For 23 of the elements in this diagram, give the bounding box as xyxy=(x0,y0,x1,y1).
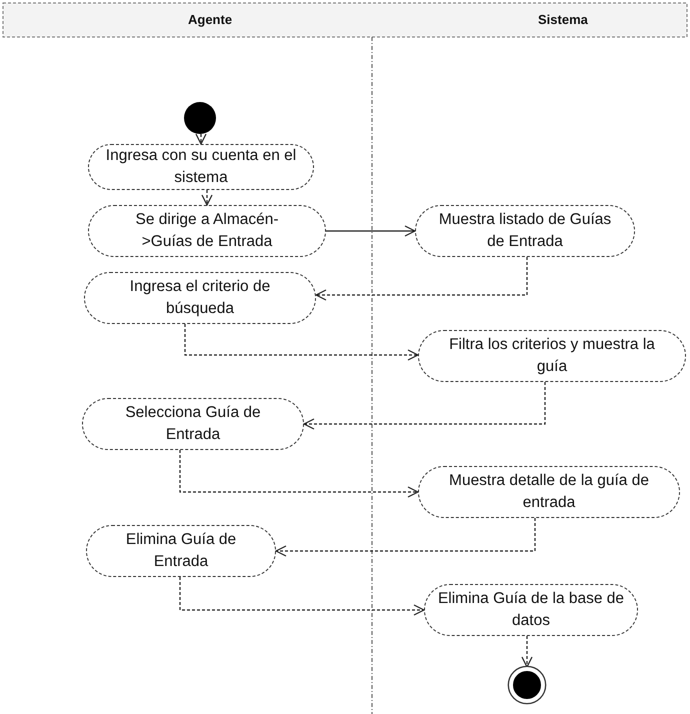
final-node xyxy=(509,667,545,703)
activity-box: Muestra detalle de la guía de entrada xyxy=(418,466,680,518)
activity-box: Elimina Guía de Entrada xyxy=(86,525,276,577)
arrow xyxy=(303,382,546,430)
arrow xyxy=(201,190,213,206)
activity-box: Filtra los criterios y muestra la guía xyxy=(418,330,686,382)
activity-box: Muestra listado de Guías de Entrada xyxy=(415,205,635,257)
arrow xyxy=(326,225,416,237)
activity-box: Ingresa con su cuenta en el sistema xyxy=(88,144,314,190)
arrow xyxy=(195,133,207,145)
arrow xyxy=(275,518,536,557)
initial-node xyxy=(184,102,216,134)
swimlane-title: Agente xyxy=(188,12,232,27)
activity-box: Elimina Guía de la base de datos xyxy=(424,584,638,636)
activity-box: Ingresa el criterio de búsqueda xyxy=(84,272,316,324)
arrow xyxy=(179,577,425,616)
swimlane-title: Sistema xyxy=(538,12,588,27)
activity-box: Se dirige a Almacén- >Guías de Entrada xyxy=(88,205,326,257)
arrow xyxy=(315,257,528,301)
arrow xyxy=(521,636,533,668)
arrow xyxy=(184,324,419,361)
activity-box: Selecciona Guía de Entrada xyxy=(82,398,304,450)
arrow xyxy=(179,450,419,498)
